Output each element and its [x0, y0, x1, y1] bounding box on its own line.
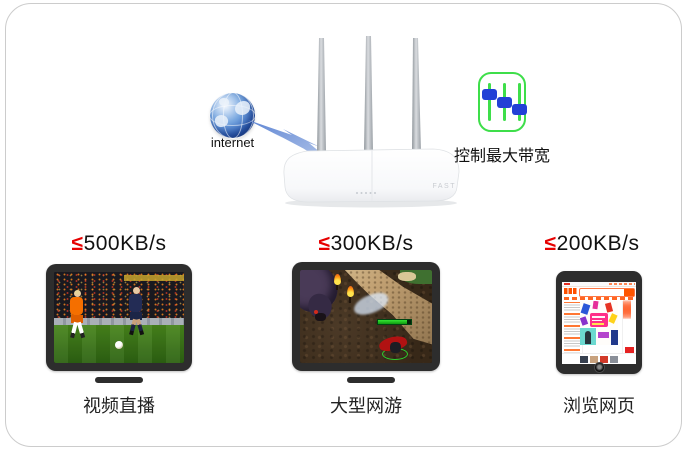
- webpage-screen-image: [562, 282, 636, 364]
- game-screen-image: [300, 270, 432, 363]
- hero-unit: [389, 341, 401, 353]
- device-label-web: 浏览网页: [563, 396, 635, 416]
- globe-landmass: [219, 98, 229, 107]
- router-antenna: [317, 38, 326, 152]
- torch: [348, 294, 351, 304]
- internet-globe-icon: [209, 92, 256, 139]
- internet-label: internet: [210, 135, 255, 150]
- less-equal-symbol: ≤: [71, 232, 84, 255]
- slider-handle: [497, 97, 512, 108]
- router-antenna: [412, 38, 421, 152]
- webpage-search-bar: [579, 288, 635, 297]
- bandwidth-control-label: 控制最大带宽: [453, 148, 550, 165]
- tv-stand: [95, 377, 143, 383]
- speed-value: 200KB/s: [556, 232, 640, 255]
- bandwidth-slider-icon: [478, 72, 527, 132]
- less-equal-symbol: ≤: [544, 232, 557, 255]
- webpage-nav-links: [564, 297, 634, 300]
- router-antenna: [364, 36, 373, 152]
- player-navy: [129, 287, 145, 336]
- tv-device-game: [292, 262, 440, 371]
- less-equal-symbol: ≤: [318, 232, 331, 255]
- slider-handle: [482, 89, 497, 100]
- torch: [335, 281, 338, 291]
- torch-flame: [346, 285, 354, 297]
- webpage-logo: [564, 288, 577, 294]
- router-led-lights: [356, 192, 376, 194]
- webpage-promo-banner: [580, 301, 618, 345]
- speed-limit-label-web: ≤200KB/s: [542, 232, 642, 256]
- slider-track: [518, 83, 521, 121]
- device-label-game: 大型网游: [330, 396, 402, 416]
- wireless-router: FAST: [283, 36, 460, 208]
- small-unit: [313, 309, 326, 321]
- speed-limit-label-video: ≤500KB/s: [46, 232, 192, 256]
- speed-value: 300KB/s: [330, 232, 414, 255]
- soccer-screen-image: [54, 272, 184, 363]
- stadium-banner: [124, 275, 184, 281]
- tv-stand: [347, 377, 395, 383]
- health-bar: [376, 319, 412, 326]
- webpage-topbar: [562, 282, 636, 287]
- tv-device-video: [46, 264, 192, 371]
- globe-parallel: [209, 104, 256, 127]
- webpage-side-widgets: [622, 300, 636, 354]
- speed-value: 500KB/s: [83, 232, 167, 255]
- soccer-ball: [115, 341, 124, 350]
- tablet-device-web: [556, 271, 642, 374]
- router-brand-logo: FAST: [432, 183, 456, 190]
- slider-track: [488, 83, 491, 121]
- webpage-product-row: [562, 353, 636, 364]
- game-sand: [397, 271, 417, 282]
- player-orange: [69, 290, 85, 339]
- promo-badge: [590, 313, 608, 327]
- speed-limit-label-game: ≤300KB/s: [292, 232, 440, 256]
- torch-flame: [333, 273, 341, 285]
- device-label-video: 视频直播: [83, 396, 155, 416]
- home-button-icon: [594, 361, 605, 373]
- ad-boards: [54, 317, 184, 325]
- slider-handle: [512, 104, 527, 115]
- globe-landmass: [234, 101, 251, 115]
